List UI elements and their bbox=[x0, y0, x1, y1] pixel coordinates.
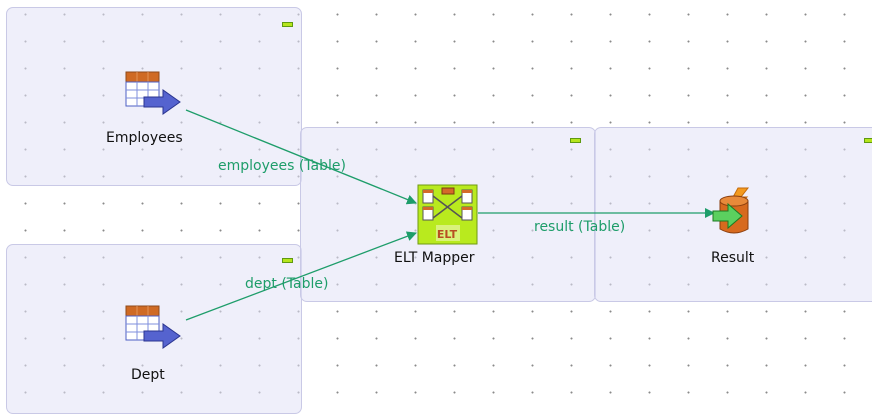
link-dept-line[interactable] bbox=[185, 231, 417, 321]
subjob-dept[interactable] bbox=[6, 244, 302, 414]
component-label-elt-mapper: ELT Mapper bbox=[394, 250, 475, 266]
component-label-employees: Employees bbox=[106, 130, 183, 146]
elt-mapper-icon bbox=[417, 184, 478, 245]
component-label-result: Result bbox=[711, 250, 755, 266]
subjob-collapse-button[interactable] bbox=[864, 138, 872, 143]
elt-icon-text: ELT bbox=[436, 228, 458, 241]
subjob-collapse-button[interactable] bbox=[282, 22, 293, 27]
component-dept[interactable] bbox=[125, 305, 183, 355]
subjob-collapse-button[interactable] bbox=[570, 138, 581, 143]
table-output-icon bbox=[712, 187, 750, 234]
component-label-dept: Dept bbox=[131, 367, 165, 383]
link-employees-line[interactable] bbox=[185, 109, 417, 205]
link-label-result[interactable]: result (Table) bbox=[534, 219, 626, 235]
table-input-icon bbox=[125, 71, 181, 115]
component-result[interactable] bbox=[712, 187, 756, 239]
component-elt-mapper[interactable]: ELT bbox=[417, 184, 478, 245]
subjob-collapse-button[interactable] bbox=[282, 258, 293, 263]
link-label-dept[interactable]: dept (Table) bbox=[245, 276, 329, 292]
link-label-employees[interactable]: employees (Table) bbox=[218, 158, 346, 174]
table-input-icon bbox=[125, 305, 181, 349]
component-employees[interactable] bbox=[125, 71, 183, 121]
